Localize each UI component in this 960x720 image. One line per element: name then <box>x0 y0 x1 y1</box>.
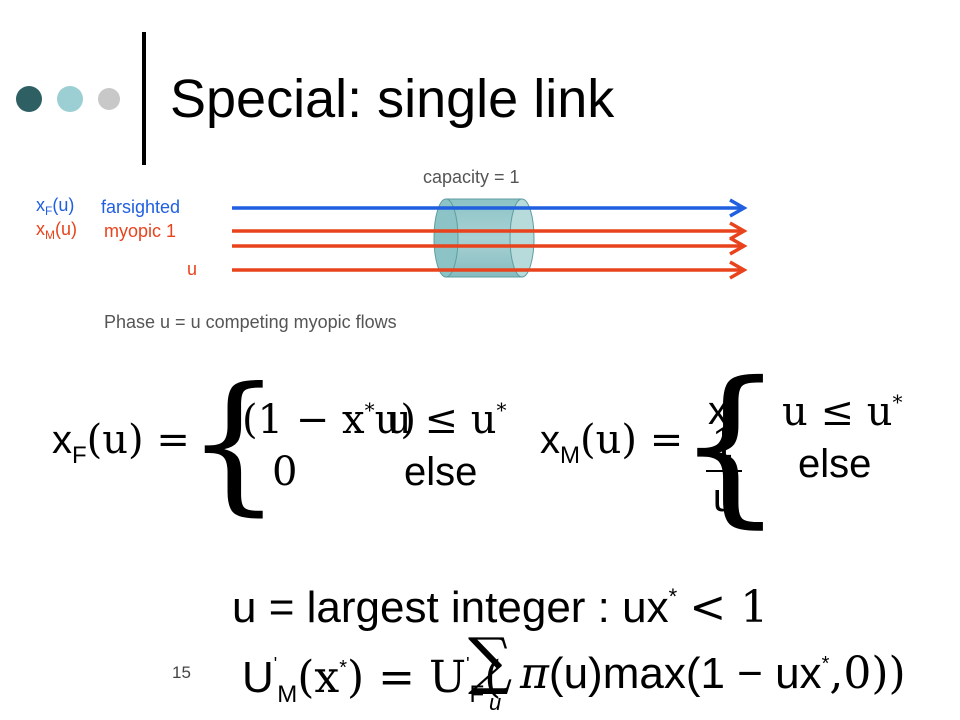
marginal-prime-F: ' <box>466 654 470 674</box>
xF-arg: (u) <box>52 195 75 215</box>
xM-flow-label: xM(u) <box>36 218 77 246</box>
u-def-star: * <box>668 584 678 609</box>
xM-brace: { <box>676 346 785 544</box>
phase-caption: Phase u = u competing myopic flows <box>104 312 397 332</box>
xM-lhs-x: x <box>540 418 560 462</box>
marginal-prime-M: ' <box>273 654 278 674</box>
xF-lhs-sub: F <box>72 442 87 469</box>
marginal-tail-end: ,0)) <box>829 648 906 699</box>
xM-case1-value: x* <box>708 378 736 435</box>
xF-case1-cond-star: * <box>496 398 507 422</box>
xF-case1-value: (1 − x*u) <box>242 386 416 444</box>
fraction-numerator: 1 <box>711 421 737 467</box>
marginal-sub-M: M <box>277 681 298 708</box>
xF-case1-tail: u) <box>374 397 416 443</box>
xM-lhs-rest: (u) = <box>580 417 684 463</box>
xF-case1-text: (1 − x <box>242 397 365 443</box>
slide-title: Special: single link <box>170 69 615 129</box>
xF-case2-condition: else <box>404 450 478 494</box>
sum-symbol: ∑ <box>468 624 513 697</box>
xF-brace: { <box>186 356 282 530</box>
fraction-denominator: u <box>712 476 736 520</box>
marginal-eq-U: ) = U <box>347 652 467 703</box>
xM-lhs-sub: M <box>560 442 580 469</box>
xF-sub: F <box>45 204 53 218</box>
xM-case1-star: * <box>728 391 736 413</box>
marginal-sub-F: F <box>469 681 485 708</box>
myopic-flow-arrows <box>232 221 748 280</box>
marginal-lhs: U'M(x*) = U'F( <box>242 640 501 719</box>
xF-lhs-rest: (u) = <box>86 417 190 463</box>
fraction-bar <box>706 470 742 472</box>
myopic-label: myopic 1 <box>104 221 177 241</box>
xF-case1-star: * <box>364 398 375 422</box>
marginal-open-paren: ( <box>484 652 502 703</box>
xM-case1-cond-text: u ≤ u <box>782 389 893 435</box>
u-definition-equation: u = largest integer : ux* < 1 <box>232 573 768 632</box>
u-def-tail: < 1 <box>689 582 769 633</box>
accent-dot-light <box>57 86 83 112</box>
xM-base: x <box>36 219 45 239</box>
marginal-pi: π <box>520 648 549 699</box>
title-divider <box>142 32 146 165</box>
capacity-label: capacity = 1 <box>423 167 520 187</box>
sum-index: u <box>489 690 502 715</box>
xF-flow-label: xF(u) <box>36 194 74 222</box>
xM-case1-cond-star: * <box>892 390 903 414</box>
xM-case1-condition: u ≤ u* <box>782 378 902 436</box>
u-def-text: u = largest integer : ux <box>232 583 669 632</box>
u-flows-label: u <box>187 259 198 279</box>
xM-lhs: xM(u) = <box>540 416 683 480</box>
marginal-arg: (x <box>297 652 340 703</box>
accent-dot-gray <box>98 88 120 110</box>
xF-case1-condition: u ≤ u* <box>386 386 506 444</box>
xM-case2-condition: else <box>798 442 872 486</box>
xF-lhs: xF(u) = <box>52 416 190 480</box>
farsighted-flow-arrow <box>232 198 748 218</box>
xM-arg: (u) <box>55 219 77 239</box>
marginal-star: * <box>339 657 347 679</box>
farsighted-label: farsighted <box>101 197 181 217</box>
xM-sub: M <box>45 228 55 242</box>
xM-case2-fraction: 1 u <box>706 420 742 522</box>
xF-case2-value: 0 <box>272 449 298 495</box>
xM-case1-text: x <box>708 389 728 433</box>
marginal-rhs: π(u)max(1 − ux*,0)) <box>520 640 906 698</box>
accent-dot-dark <box>16 86 42 112</box>
marginal-U-M: U <box>242 653 274 702</box>
xF-lhs-x: x <box>52 418 72 462</box>
marginal-tail: (u)max(1 − ux <box>548 649 822 698</box>
marginal-tail-star: * <box>821 653 830 675</box>
capacity-pipe <box>433 198 535 278</box>
xF-case1-cond-text: u ≤ u <box>386 397 497 443</box>
page-number: 15 <box>172 663 191 682</box>
xF-base: x <box>36 195 45 215</box>
